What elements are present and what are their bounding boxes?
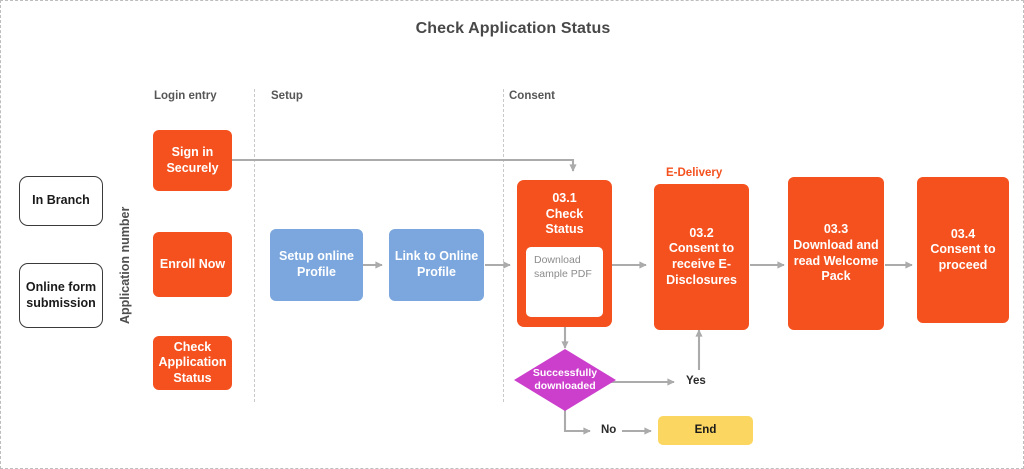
login-button-sign-in-securely[interactable]: Sign in Securely: [153, 130, 232, 191]
consent-step-03-1[interactable]: 03.1 Check Status Download sample PDF: [517, 180, 612, 327]
e-delivery-caption: E-Delivery: [666, 167, 723, 179]
setup-step-link-to-online-profile[interactable]: Link to Online Profile: [389, 229, 484, 301]
entry-box-in-branch-label: In Branch: [32, 193, 90, 208]
entry-box-online-form-submission[interactable]: Online form submission: [19, 263, 103, 328]
setup-step-setup-online-profile-label: Setup online Profile: [279, 249, 354, 279]
setup-step-setup-online-profile[interactable]: Setup online Profile: [270, 229, 363, 301]
login-button-enroll-now-label: Enroll Now: [159, 256, 226, 271]
entry-box-online-form-submission-label: Online form submission: [25, 279, 97, 310]
consent-step-03-4-number: 03.4: [950, 226, 976, 241]
application-number-axis-label: Application number: [118, 206, 132, 324]
lane-header-consent: Consent: [509, 90, 555, 102]
download-sample-pdf-box[interactable]: Download sample PDF: [526, 246, 603, 317]
end-terminator-label: End: [694, 424, 717, 437]
consent-step-03-4[interactable]: 03.4 Consent to proceed: [917, 177, 1009, 323]
decision-label: Successfully downloaded: [532, 366, 598, 392]
consent-step-03-1-name: Check Status: [545, 206, 584, 237]
consent-step-03-1-number: 03.1: [552, 191, 577, 205]
end-terminator[interactable]: End: [658, 416, 753, 445]
consent-step-03-2[interactable]: 03.2 Consent to receive E-Disclosures: [654, 184, 749, 330]
consent-step-03-2-name: Consent to receive E-Disclosures: [666, 241, 737, 287]
consent-step-03-3[interactable]: 03.3 Download and read Welcome Pack: [788, 177, 884, 330]
lane-divider-2: [503, 89, 504, 402]
entry-box-in-branch[interactable]: In Branch: [19, 176, 103, 226]
lane-divider-1: [254, 89, 255, 402]
login-button-sign-in-securely-label: Sign in Securely: [166, 144, 219, 175]
consent-step-03-4-name: Consent to proceed: [930, 242, 996, 272]
consent-step-03-3-number: 03.3: [823, 222, 849, 237]
login-button-enroll-now[interactable]: Enroll Now: [153, 232, 232, 297]
login-button-check-application-status-label: Check Application Status: [158, 339, 227, 385]
consent-step-03-2-number: 03.2: [689, 225, 714, 240]
decision-yes-label: Yes: [686, 375, 706, 387]
setup-step-link-to-online-profile-label: Link to Online Profile: [394, 249, 479, 279]
lane-header-setup: Setup: [271, 90, 303, 102]
page-title: Check Application Status: [415, 20, 611, 37]
login-button-check-application-status[interactable]: Check Application Status: [153, 336, 232, 390]
consent-step-03-3-name: Download and read Welcome Pack: [793, 237, 879, 284]
decision-successfully-downloaded[interactable]: Successfully downloaded: [514, 349, 616, 411]
lane-header-login-entry: Login entry: [154, 90, 217, 102]
decision-no-label: No: [601, 424, 617, 436]
